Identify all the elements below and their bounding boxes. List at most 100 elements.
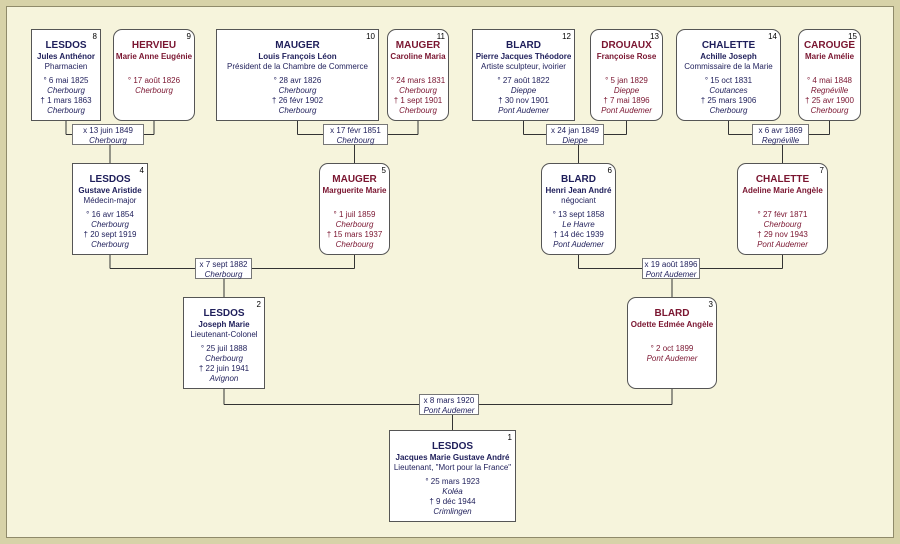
birth-date: ° 25 mars 1923: [425, 477, 480, 486]
ahnentafel-number: 9: [186, 32, 191, 41]
marriage-date: x 7 sept 1882: [199, 260, 248, 269]
given-names: Pierre Jacques Théodore: [475, 52, 572, 61]
ahnentafel-number: 10: [366, 32, 375, 41]
surname: LESDOS: [45, 40, 87, 51]
birth-place: Coutances: [709, 86, 748, 95]
birth-date: ° 27 févr 1871: [757, 210, 808, 219]
birth-place: Cherbourg: [47, 86, 85, 95]
birth-place: Cherbourg: [205, 354, 243, 363]
death-date: † 25 avr 1900: [805, 96, 854, 105]
birth-date: ° 16 avr 1854: [86, 210, 134, 219]
death-place: Avignon: [209, 374, 239, 383]
ahnentafel-number: 8: [92, 32, 97, 41]
surname: CHALETTE: [755, 174, 810, 185]
death-place: Pont Audemer: [498, 106, 549, 115]
death-date: † 7 mai 1896: [603, 96, 650, 105]
marriage-date: x 8 mars 1920: [423, 396, 475, 405]
marriage-date: x 17 févr 1851: [330, 126, 381, 135]
ahnentafel-number: 13: [650, 32, 659, 41]
surname: LESDOS: [203, 308, 245, 319]
surname: CAROUGE: [803, 40, 856, 51]
marriage-place: Cherbourg: [336, 136, 375, 145]
marriage-place: Regnéville: [761, 136, 800, 145]
ahnentafel-number: 6: [607, 166, 612, 175]
birth-date: ° 5 jan 1829: [605, 76, 648, 85]
death-date: † 1 mars 1863: [40, 96, 92, 105]
death-date: † 22 juin 1941: [198, 364, 250, 373]
surname: LESDOS: [431, 441, 474, 452]
death-place: Crimlingen: [433, 507, 472, 516]
birth-date: ° 25 juil 1888: [200, 344, 248, 353]
death-place: Pont Audemer: [553, 240, 604, 249]
marriage-date: x 24 jan 1849: [550, 126, 600, 135]
death-place: Cherbourg: [335, 240, 374, 249]
given-names: Henri Jean André: [545, 186, 612, 195]
marriage-place: Dieppe: [562, 136, 588, 145]
birth-place: Cherbourg: [335, 220, 374, 229]
ahnentafel-number: 14: [768, 32, 777, 41]
birth-place: Koléa: [442, 487, 463, 496]
occupation: Lieutenant, "Mort pour la France": [393, 463, 512, 472]
marriage-place: Pont Audemer: [423, 406, 475, 415]
birth-date: ° 17 août 1826: [127, 76, 181, 85]
marriage-place: Cherbourg: [89, 136, 127, 145]
surname: BLARD: [654, 308, 690, 319]
birth-date: ° 15 oct 1831: [704, 76, 753, 85]
surname: MAUGER: [332, 174, 377, 185]
birth-place: Dieppe: [613, 86, 640, 95]
ahnentafel-number: 7: [819, 166, 824, 175]
given-names: Odette Edmée Angèle: [630, 320, 714, 329]
birth-place: Cherbourg: [135, 86, 173, 95]
surname: MAUGER: [395, 40, 441, 51]
occupation: Lieutenant-Colonel: [190, 330, 258, 339]
birth-place: Cherbourg: [91, 220, 129, 229]
death-place: Cherbourg: [810, 106, 849, 115]
marriage-date: x 13 juin 1849: [83, 126, 133, 135]
marriage-place: Cherbourg: [204, 270, 243, 279]
death-place: Cherbourg: [47, 106, 85, 115]
birth-date: ° 24 mars 1831: [390, 76, 446, 85]
given-names: Jules Anthénor: [37, 52, 95, 61]
ahnentafel-number: 11: [436, 32, 445, 41]
occupation: Commissaire de la Marie: [684, 62, 773, 71]
surname: BLARD: [561, 174, 596, 185]
birth-place: Cherbourg: [399, 86, 437, 95]
death-date: † 29 nov 1943: [757, 230, 808, 239]
death-date: † 15 mars 1937: [326, 230, 383, 239]
occupation: Artiste sculpteur, ivoirier: [481, 62, 566, 71]
surname: CHALETTE: [701, 40, 756, 51]
given-names: Adeline Marie Angèle: [742, 186, 823, 195]
surname: DROUAUX: [601, 40, 652, 51]
marriage-date: x 19 août 1896: [644, 260, 698, 269]
birth-date: ° 2 oct 1899: [650, 344, 694, 353]
ahnentafel-number: 1: [507, 433, 512, 442]
birth-date: ° 28 avr 1826: [273, 76, 322, 85]
given-names: Marguerite Marie: [322, 186, 387, 195]
death-date: † 26 févr 1902: [271, 96, 324, 105]
occupation: Président de la Chambre de Commerce: [227, 62, 368, 71]
surname: HERVIEU: [131, 40, 177, 51]
birth-date: ° 1 juil 1859: [333, 210, 376, 219]
